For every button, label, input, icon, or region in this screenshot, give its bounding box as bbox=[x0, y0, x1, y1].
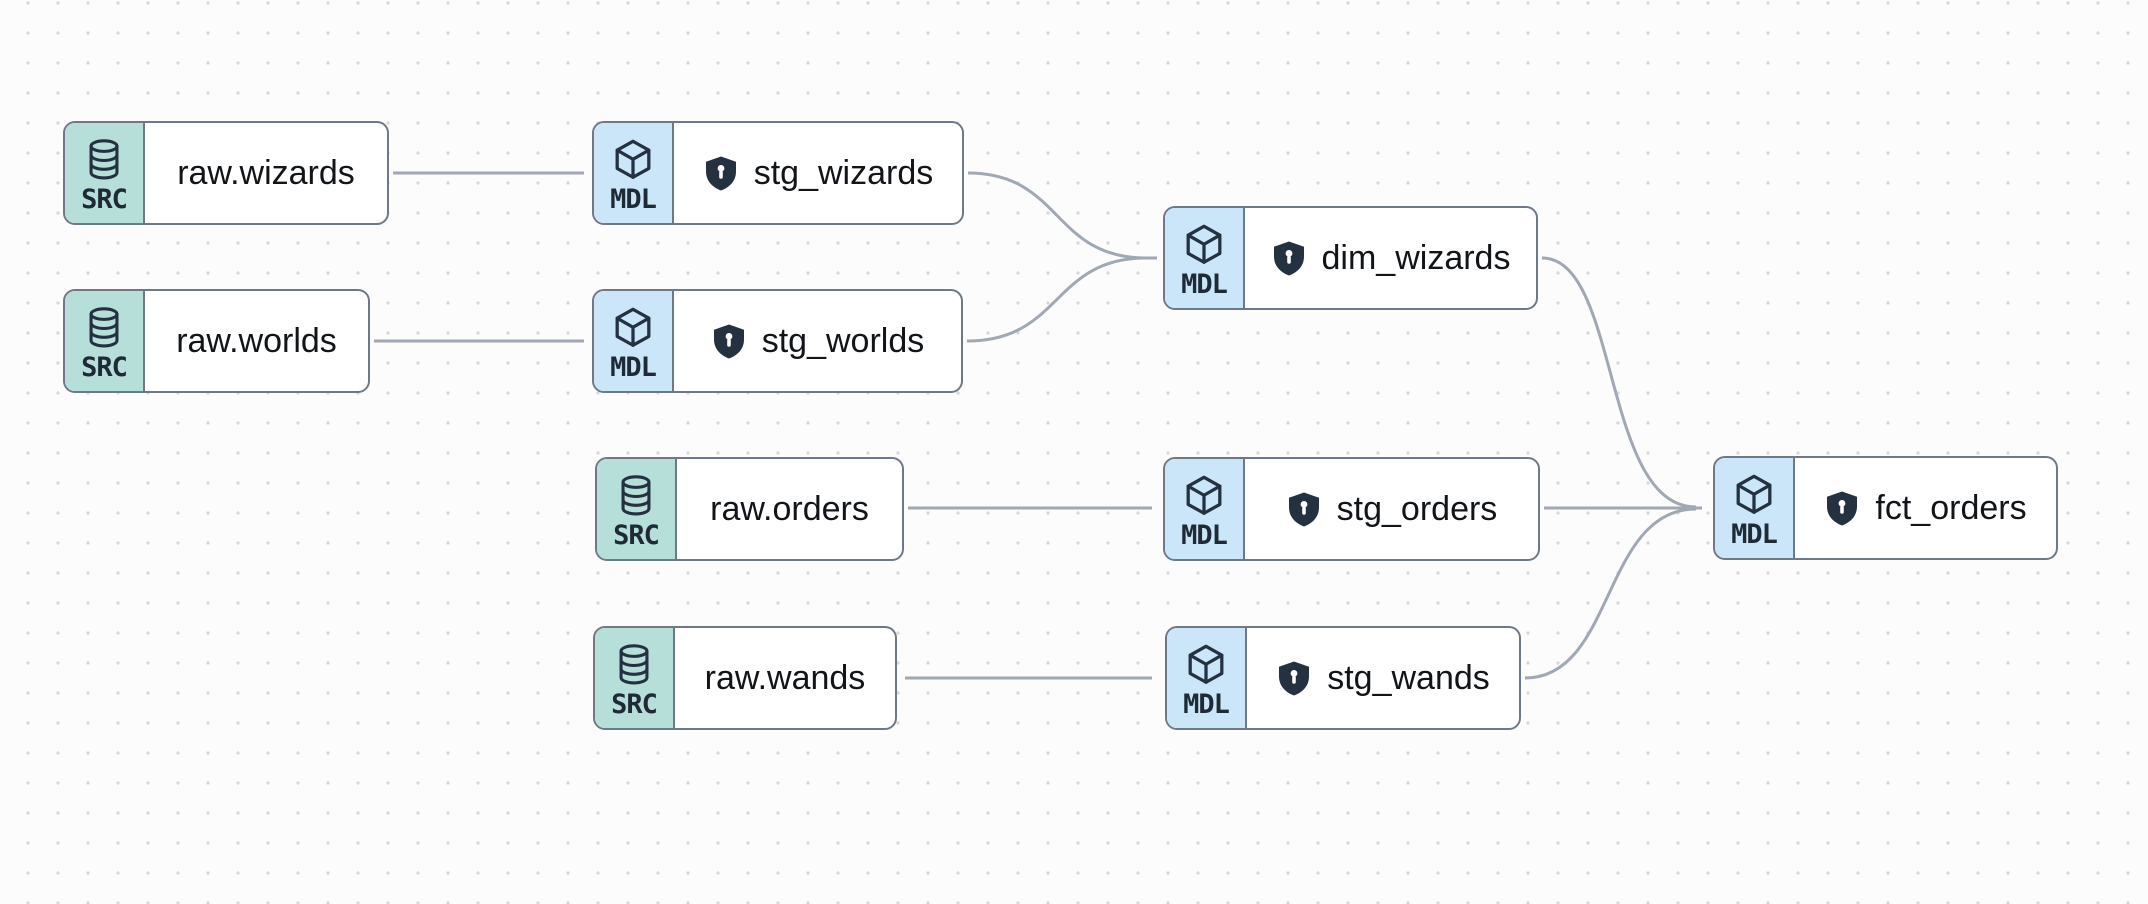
node-fct-orders[interactable]: MDL fct_orders bbox=[1713, 456, 2058, 560]
source-badge: SRC bbox=[65, 291, 145, 391]
edge-dim-wizards-to-fct-orders bbox=[1541, 256, 1697, 509]
badge-label: MDL bbox=[1183, 689, 1230, 720]
badge-label: SRC bbox=[81, 352, 128, 383]
shield-icon bbox=[705, 156, 736, 190]
badge-label: SRC bbox=[81, 184, 128, 215]
node-raw-wands[interactable]: SRC raw.wands bbox=[593, 626, 897, 730]
node-label: stg_wizards bbox=[753, 153, 934, 192]
database-icon bbox=[89, 139, 119, 180]
cube-icon bbox=[615, 139, 651, 179]
node-label: raw.wands bbox=[704, 658, 866, 697]
model-badge: MDL bbox=[1165, 208, 1245, 308]
node-stg-orders[interactable]: MDL stg_orders bbox=[1163, 457, 1540, 561]
shield-icon bbox=[1273, 241, 1304, 275]
node-label: stg_wands bbox=[1327, 658, 1490, 697]
model-badge: MDL bbox=[1165, 459, 1245, 559]
model-badge: MDL bbox=[1167, 628, 1247, 728]
model-badge: MDL bbox=[1715, 458, 1795, 558]
badge-label: MDL bbox=[1181, 520, 1228, 551]
model-badge: MDL bbox=[594, 291, 674, 391]
edge-stg-wands-to-fct-orders bbox=[1524, 507, 1697, 680]
node-raw-worlds[interactable]: SRC raw.worlds bbox=[63, 289, 370, 393]
edge-stg-worlds-to-dim-wizards bbox=[966, 256, 1147, 343]
database-icon bbox=[89, 307, 119, 348]
node-label: raw.orders bbox=[710, 489, 869, 528]
node-label: raw.wizards bbox=[177, 153, 355, 192]
shield-icon bbox=[1279, 661, 1310, 695]
database-icon bbox=[621, 475, 651, 516]
node-label: dim_wizards bbox=[1321, 238, 1511, 277]
cube-icon bbox=[1736, 474, 1772, 514]
node-stg-worlds[interactable]: MDL stg_worlds bbox=[592, 289, 963, 393]
node-raw-orders[interactable]: SRC raw.orders bbox=[595, 457, 904, 561]
node-label: raw.worlds bbox=[176, 321, 337, 360]
model-badge: MDL bbox=[594, 123, 674, 223]
node-raw-wizards[interactable]: SRC raw.wizards bbox=[63, 121, 389, 225]
source-badge: SRC bbox=[597, 459, 677, 559]
shield-icon bbox=[1288, 492, 1319, 526]
node-label: fct_orders bbox=[1875, 488, 2027, 527]
database-icon bbox=[619, 644, 649, 685]
node-label: stg_worlds bbox=[761, 321, 925, 360]
node-stg-wizards[interactable]: MDL stg_wizards bbox=[592, 121, 964, 225]
node-stg-wands[interactable]: MDL stg_wands bbox=[1165, 626, 1521, 730]
node-label: stg_orders bbox=[1336, 489, 1498, 528]
shield-icon bbox=[1827, 491, 1858, 525]
edge-stg-wizards-to-dim-wizards bbox=[967, 171, 1147, 260]
source-badge: SRC bbox=[595, 628, 675, 728]
badge-label: SRC bbox=[613, 520, 660, 551]
source-badge: SRC bbox=[65, 123, 145, 223]
node-dim-wizards[interactable]: MDL dim_wizards bbox=[1163, 206, 1538, 310]
cube-icon bbox=[1186, 224, 1222, 264]
badge-label: MDL bbox=[1731, 519, 1778, 550]
cube-icon bbox=[615, 307, 651, 347]
cube-icon bbox=[1186, 475, 1222, 515]
badge-label: SRC bbox=[611, 689, 658, 720]
badge-label: MDL bbox=[1181, 269, 1228, 300]
badge-label: MDL bbox=[610, 352, 657, 383]
badge-label: MDL bbox=[610, 184, 657, 215]
cube-icon bbox=[1188, 644, 1224, 684]
shield-icon bbox=[713, 324, 744, 358]
